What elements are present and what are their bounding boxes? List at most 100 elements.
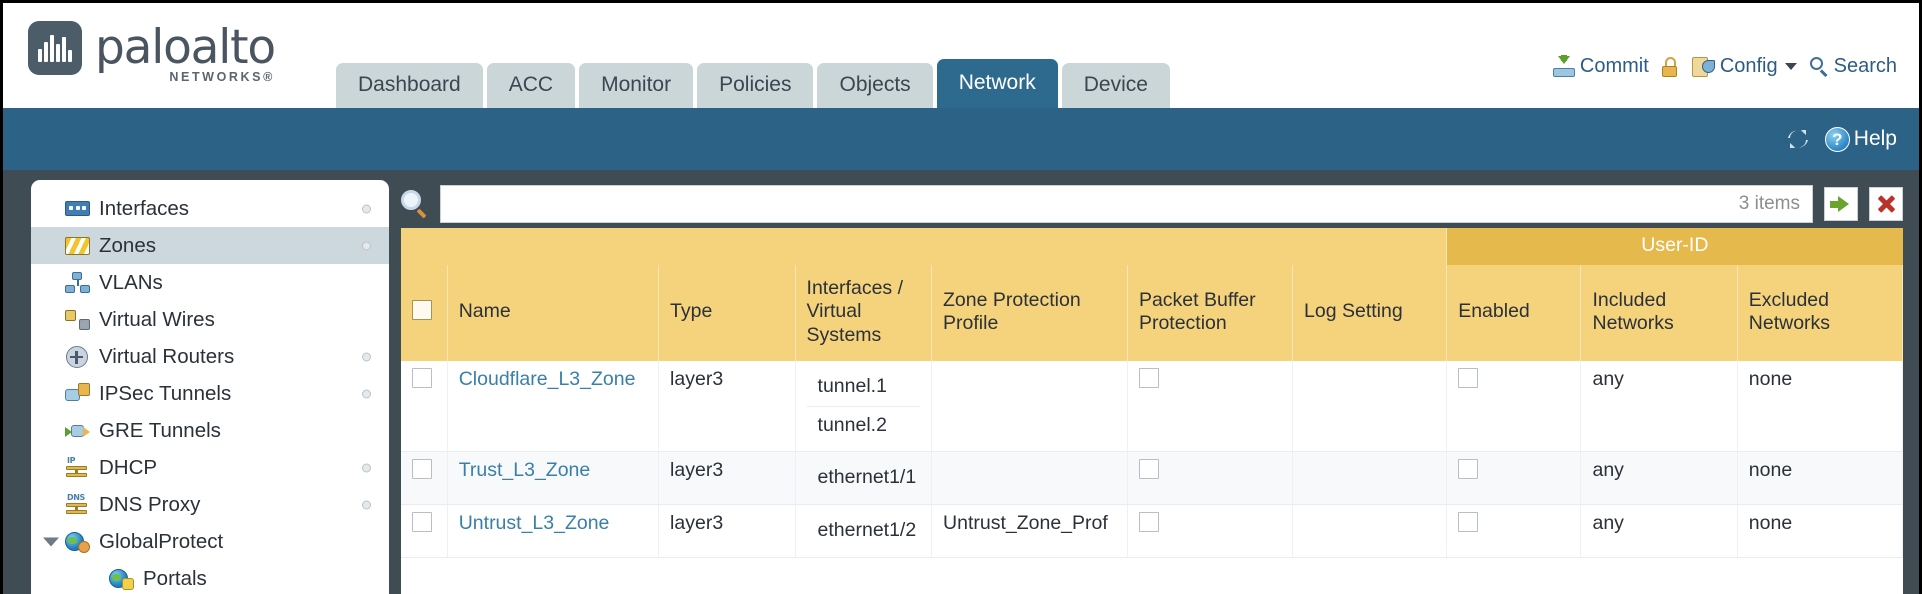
virtual-routers-icon [65, 345, 90, 368]
row-checkbox[interactable] [412, 512, 432, 533]
cell-interfaces: tunnel.1 tunnel.2 [795, 360, 933, 453]
column-header-packet-buffer-protection[interactable]: Packet Buffer Protection [1127, 264, 1294, 361]
brand-wordmark: paloalto NETWORKS® [95, 19, 276, 84]
collapse-triangle-icon[interactable] [43, 537, 59, 546]
sidebar-item-dns-proxy[interactable]: DNS DNS Proxy [31, 486, 389, 523]
search-icon [1809, 57, 1829, 77]
table-row[interactable]: Cloudflare_L3_Zone layer3 tunnel.1 tunne… [401, 360, 1903, 453]
row-select-cell [401, 504, 448, 558]
tab-network[interactable]: Network [936, 58, 1058, 108]
cell-zone-protection-profile [931, 451, 1128, 506]
sidebar-item-label: DNS Proxy [99, 492, 201, 516]
cell-packet-buffer-protection [1127, 360, 1294, 453]
userid-enabled-checkbox[interactable] [1458, 367, 1479, 388]
content-area: Interfaces Zones VLANs Virtual Wires [3, 170, 1919, 594]
tab-dashboard[interactable]: Dashboard [336, 62, 483, 108]
refresh-icon[interactable] [1785, 127, 1811, 151]
sidebar-item-label: Virtual Routers [99, 344, 235, 368]
select-all-checkbox[interactable] [412, 300, 432, 321]
cell-packet-buffer-protection [1127, 504, 1294, 558]
userid-enabled-checkbox[interactable] [1458, 459, 1479, 480]
sidebar-item-ipsec-tunnels[interactable]: IPSec Tunnels [31, 375, 389, 412]
green-arrow-right-icon [1830, 201, 1840, 208]
tab-acc[interactable]: ACC [486, 62, 576, 108]
sidebar-item-zones[interactable]: Zones [31, 227, 389, 264]
table-row[interactable]: Trust_L3_Zone layer3 ethernet1/1 [401, 451, 1903, 506]
sidebar-item-portals[interactable]: Portals [31, 560, 389, 594]
interface-item: tunnel.1 [806, 368, 921, 407]
packet-buffer-protection-checkbox[interactable] [1138, 367, 1159, 388]
column-header-zone-protection-profile[interactable]: Zone Protection Profile [931, 264, 1128, 361]
ipsec-tunnels-icon [65, 382, 90, 405]
tab-objects[interactable]: Objects [817, 62, 933, 108]
column-header-log-setting[interactable]: Log Setting [1292, 264, 1448, 361]
apply-filter-button[interactable] [1824, 187, 1858, 221]
cell-userid-enabled [1446, 451, 1582, 506]
status-dot [362, 463, 371, 472]
dhcp-icon: IP [65, 456, 90, 479]
row-checkbox[interactable] [412, 367, 432, 388]
interface-item: tunnel.2 [817, 413, 887, 436]
clear-filter-button[interactable] [1869, 187, 1903, 221]
search-icon[interactable] [401, 190, 429, 219]
row-select-cell [401, 360, 448, 453]
sidebar-item-label: Interfaces [99, 196, 190, 220]
gre-tunnels-icon [65, 420, 90, 442]
sidebar-item-globalprotect[interactable]: GlobalProtect [31, 523, 389, 560]
commit-button[interactable]: Commit [1552, 55, 1649, 78]
config-label: Config [1719, 55, 1778, 77]
search-button[interactable]: Search [1809, 55, 1897, 78]
unlock-padlock-icon[interactable] [1661, 56, 1679, 77]
cell-name: Trust_L3_Zone [447, 451, 660, 506]
tab-device[interactable]: Device [1061, 62, 1170, 108]
column-header-excluded-networks[interactable]: Excluded Networks [1737, 264, 1903, 361]
sidebar-item-dhcp[interactable]: IP DHCP [31, 449, 389, 486]
header-toolbar: Commit Config Search [1552, 55, 1897, 78]
zones-table-container: User-ID Name Type Interfaces / Virtual S… [401, 228, 1903, 594]
sidebar-item-label: Virtual Wires [99, 307, 215, 331]
sidebar-item-interfaces[interactable]: Interfaces [31, 190, 389, 227]
zone-name-link[interactable]: Trust_L3_Zone [458, 459, 591, 482]
column-header-included-networks[interactable]: Included Networks [1580, 264, 1738, 361]
zone-name-link[interactable]: Cloudflare_L3_Zone [458, 367, 636, 390]
tab-monitor[interactable]: Monitor [579, 62, 694, 108]
zone-name-link[interactable]: Untrust_L3_Zone [458, 512, 610, 535]
cell-packet-buffer-protection [1127, 451, 1294, 506]
cell-excluded-networks: none [1737, 504, 1903, 558]
brand-logo: paloalto NETWORKS® [3, 3, 276, 84]
cell-included-networks: any [1580, 451, 1738, 506]
help-button[interactable]: ? Help [1824, 126, 1897, 152]
config-menu-button[interactable]: Config [1691, 55, 1797, 78]
search-input[interactable] [453, 193, 1729, 215]
row-checkbox[interactable] [412, 459, 432, 480]
packet-buffer-protection-checkbox[interactable] [1138, 512, 1159, 533]
dns-proxy-icon: DNS [65, 493, 90, 516]
brand-name: paloalto [95, 19, 276, 75]
interface-item: ethernet1/1 [817, 466, 917, 489]
help-label: Help [1853, 127, 1897, 150]
sidebar-item-virtual-wires[interactable]: Virtual Wires [31, 301, 389, 338]
column-header-name[interactable]: Name [447, 264, 660, 361]
sidebar-item-label: DHCP [99, 455, 158, 479]
packet-buffer-protection-checkbox[interactable] [1138, 459, 1159, 480]
status-dot [362, 500, 371, 509]
sidebar-item-label: GlobalProtect [99, 529, 224, 553]
sidebar-item-gre-tunnels[interactable]: GRE Tunnels [31, 412, 389, 449]
cell-zone-protection-profile [931, 360, 1128, 453]
column-header-type[interactable]: Type [658, 264, 796, 361]
zones-table: User-ID Name Type Interfaces / Virtual S… [401, 228, 1903, 558]
userid-enabled-checkbox[interactable] [1458, 512, 1479, 533]
sidebar-item-virtual-routers[interactable]: Virtual Routers [31, 338, 389, 375]
column-header-interfaces[interactable]: Interfaces / Virtual Systems [795, 264, 933, 361]
column-header-enabled[interactable]: Enabled [1446, 264, 1582, 361]
sidebar-item-label: GRE Tunnels [99, 418, 221, 442]
cell-zone-protection-profile: Untrust_Zone_Prof [931, 504, 1128, 558]
cell-excluded-networks: none [1737, 360, 1903, 453]
sidebar-item-vlans[interactable]: VLANs [31, 264, 389, 301]
search-label: Search [1833, 55, 1897, 77]
tab-policies[interactable]: Policies [697, 62, 814, 108]
search-field-wrapper[interactable]: 3 items [440, 185, 1813, 223]
zones-panel: 3 items [401, 180, 1903, 594]
table-row[interactable]: Untrust_L3_Zone layer3 ethernet1/2 Untru… [401, 504, 1903, 558]
